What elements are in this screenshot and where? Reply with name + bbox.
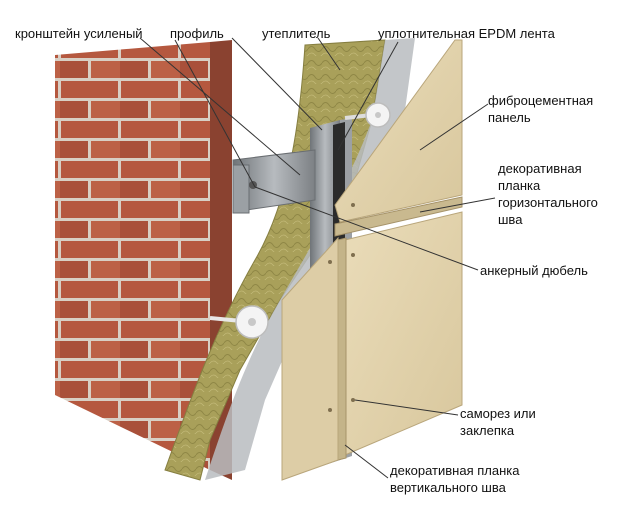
leader-lines [139,37,496,479]
brick-wall [55,42,210,470]
label-insulation: утеплитель [262,26,331,41]
label-profile: профиль [170,26,224,41]
fiber-panel-lower-right [344,211,463,456]
screws [328,203,355,412]
label-screw-rivet: саморез или заклепка [460,406,536,438]
bracket-plate [232,164,250,214]
fiber-panel-upper [334,39,463,223]
label-bracket: кронштейн усиленый [15,26,143,41]
label-horizontal-strip: декоративная планка горизонтального шва [498,161,598,227]
label-anchor-dowel: анкерный дюбель [480,263,588,278]
dowel-upper [344,102,391,128]
label-epdm-tape: уплотнительная EPDM лента [378,26,555,41]
dowel-lower [209,305,269,339]
fiber-panel-lower-left [281,236,339,481]
label-vertical-strip: декоративная планка вертикального шва [390,463,520,495]
horizontal-strip [334,196,463,237]
label-fiber-panel: фиброцементная панель [488,93,594,125]
vertical-strip [337,237,347,461]
